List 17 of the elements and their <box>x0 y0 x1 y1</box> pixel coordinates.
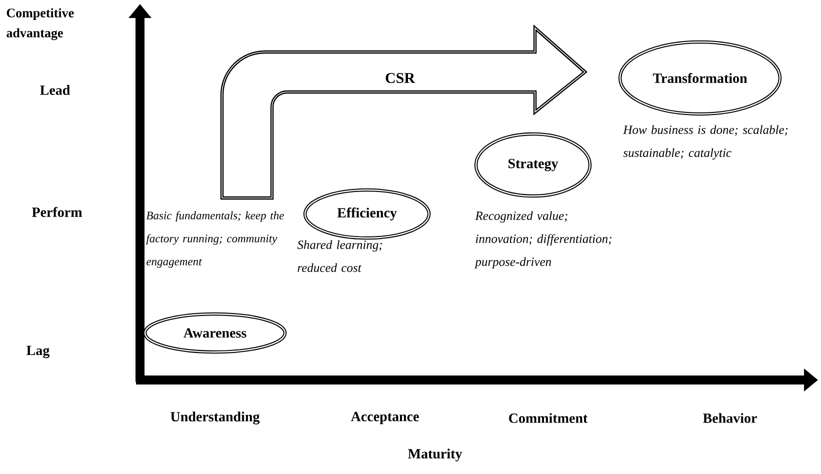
axis-label: Behavior <box>703 413 757 423</box>
ellipse-node: Transformation <box>618 40 782 116</box>
description-text: Basic fundamentals; keep the factory running; community engagement <box>146 211 284 268</box>
axis-label: Lead <box>40 85 70 95</box>
axis-label: Acceptance <box>350 412 419 424</box>
axis-label: Lag <box>26 346 50 358</box>
ellipse-node: Strategy <box>474 132 592 198</box>
description-text: Shared learning; reduced cost <box>297 240 382 272</box>
axis-title: Competitive advantage <box>6 8 74 40</box>
axis-label: Commitment <box>509 413 588 423</box>
axis-label: Perform <box>32 207 82 217</box>
axis-label: Understanding <box>170 412 260 424</box>
ellipse-node: Awareness <box>143 312 287 354</box>
description-text: How business is done; scalable; sustainable; catalytic <box>623 125 788 160</box>
description-text: Recognized value; innovation; differentiation; purpose-driven <box>474 211 612 269</box>
ellipse-node: Efficiency <box>303 188 431 240</box>
axis-title: Maturity <box>408 448 462 462</box>
